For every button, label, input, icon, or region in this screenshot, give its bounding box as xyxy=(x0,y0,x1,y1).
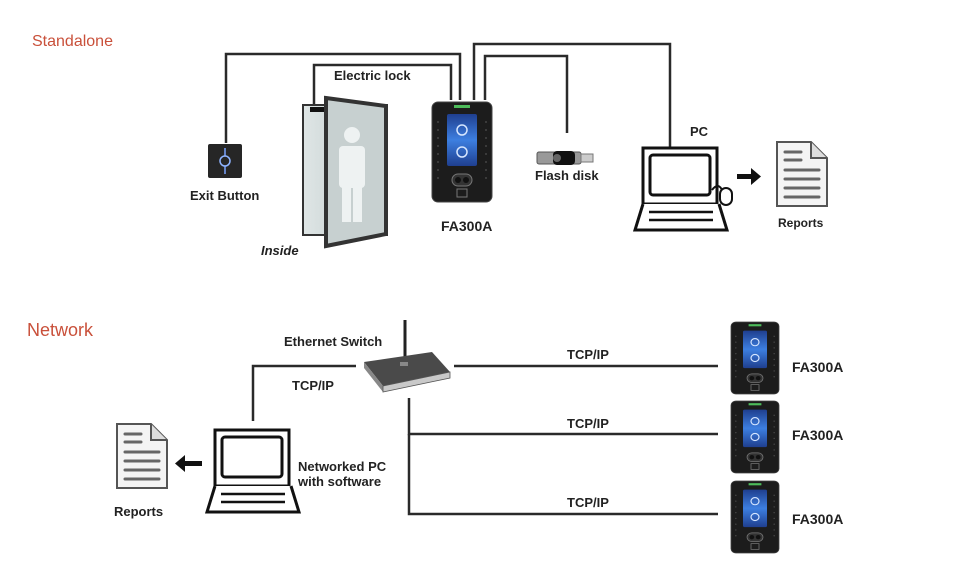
mouse-icon xyxy=(711,185,733,206)
inside-label: Inside xyxy=(261,243,299,258)
tcpip-label-device-3: TCP/IP xyxy=(567,495,609,510)
networked-pc-label-line1: Networked PC xyxy=(298,459,387,474)
arrow-left-icon xyxy=(175,455,202,472)
exit-button-label: Exit Button xyxy=(190,188,260,203)
electric-lock-label: Electric lock xyxy=(334,68,411,83)
wire-switch-to-device-3 xyxy=(407,434,718,516)
reports-icon-network xyxy=(115,422,169,490)
standalone-wires xyxy=(224,42,672,147)
reports-label-network: Reports xyxy=(114,504,164,519)
pc-icon-network xyxy=(205,428,301,514)
pc-label: PC xyxy=(690,124,709,139)
fa300a-label-network-2: FA300A xyxy=(792,427,844,443)
ethernet-switch-icon xyxy=(364,320,451,393)
flash-disk-icon xyxy=(536,151,594,165)
exit-button-icon xyxy=(208,144,242,178)
fa300a-device-standalone xyxy=(431,101,493,203)
door-icon xyxy=(302,95,388,249)
tcpip-label-device-2: TCP/IP xyxy=(567,416,609,431)
fa300a-label-standalone: FA300A xyxy=(441,218,493,234)
network-wires xyxy=(251,364,718,516)
tcpip-label-device-1: TCP/IP xyxy=(567,347,609,362)
wire-exit-button xyxy=(224,52,462,143)
wire-pc xyxy=(472,42,672,147)
fa300a-device-network-2 xyxy=(730,400,780,474)
networked-pc-label-line2: with software xyxy=(298,474,382,489)
wire-switch-to-device-2 xyxy=(407,398,718,436)
tcpip-label-pc: TCP/IP xyxy=(292,378,334,393)
reports-label-standalone: Reports xyxy=(778,216,824,230)
arrow-right-icon xyxy=(737,168,761,185)
fa300a-label-network-1: FA300A xyxy=(792,359,844,375)
fa300a-label-network-3: FA300A xyxy=(792,511,844,527)
person-icon xyxy=(339,127,365,222)
flash-disk-label: Flash disk xyxy=(535,168,599,183)
reports-icon-standalone xyxy=(775,140,829,208)
fa300a-device-network-1 xyxy=(730,321,780,395)
network-title: Network xyxy=(27,320,94,340)
standalone-title: Standalone xyxy=(32,33,113,50)
fa300a-device-network-3 xyxy=(730,480,780,554)
wire-switch-to-pc xyxy=(251,364,356,421)
ethernet-switch-label: Ethernet Switch xyxy=(284,334,383,349)
wire-flash-disk xyxy=(483,54,569,133)
wire-electric-lock xyxy=(312,63,453,105)
